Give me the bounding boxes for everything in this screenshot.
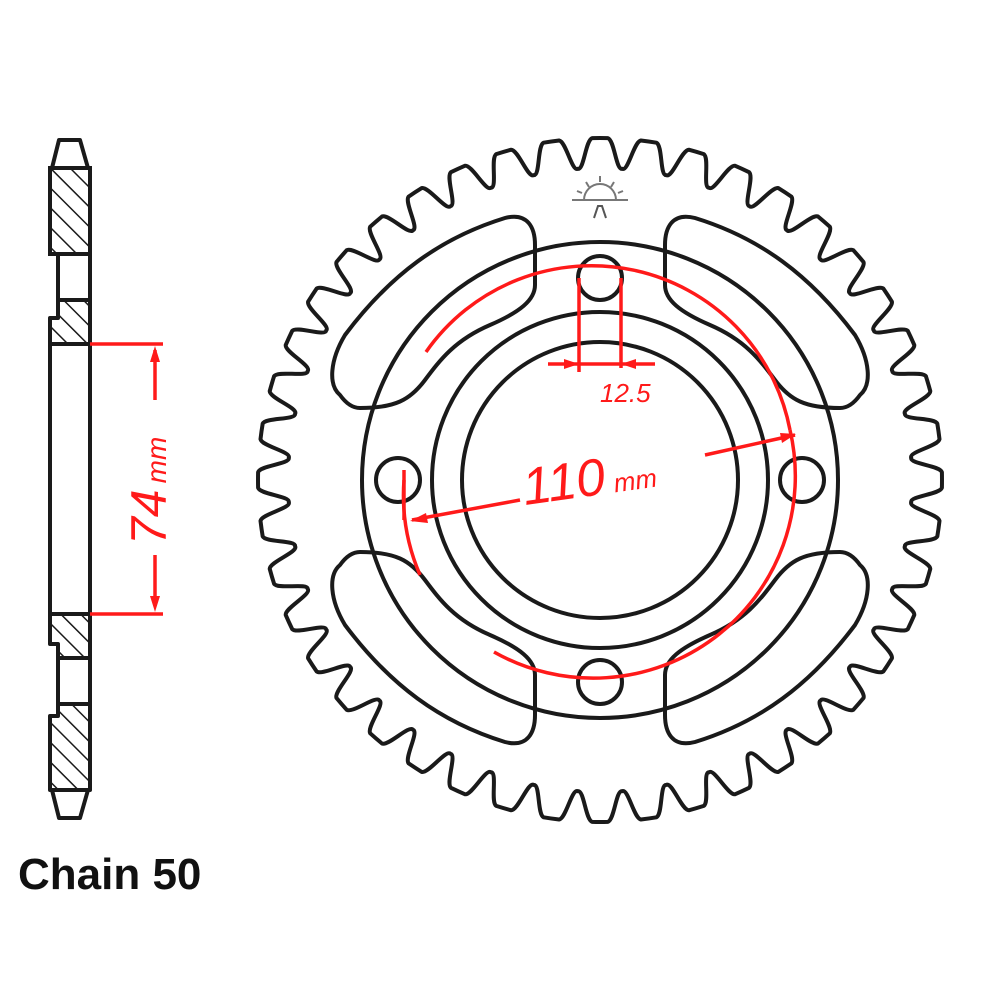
side-hatch-top-lower	[48, 298, 92, 346]
sprocket-teeth-outline	[256, 136, 944, 824]
side-slot-bottom	[56, 656, 92, 706]
bolt-hole-value: 12.5	[600, 378, 651, 408]
hub-bore-value: 74mm	[121, 437, 177, 545]
hub-ring-middle	[430, 310, 770, 650]
side-slot-top	[56, 252, 92, 302]
side-hub	[48, 342, 92, 616]
sun-logo-icon	[572, 176, 628, 219]
cutout-top-left	[330, 214, 537, 410]
bolt-hole-right	[778, 456, 826, 504]
hub-bore-ring	[460, 340, 740, 620]
side-tooth-top	[50, 138, 90, 170]
bolt-hole-left	[374, 456, 422, 504]
side-tooth-bottom	[50, 788, 90, 820]
hub-outer-ring	[360, 240, 840, 720]
side-hatch-bottom-upper	[48, 612, 92, 660]
bolt-hole-dimension: 12.5	[548, 278, 655, 408]
cutout-bottom-right	[663, 550, 870, 746]
side-profile-view	[48, 138, 92, 820]
hub-bore-dimension: 74mm	[90, 342, 177, 616]
side-hatch-top	[48, 166, 92, 256]
chain-size-caption: Chain 50	[18, 850, 202, 899]
bolt-hole-top	[576, 254, 624, 302]
bolt-hole-bottom	[576, 658, 624, 706]
cutout-top-right	[663, 214, 870, 410]
side-hatch-bottom	[48, 702, 92, 792]
